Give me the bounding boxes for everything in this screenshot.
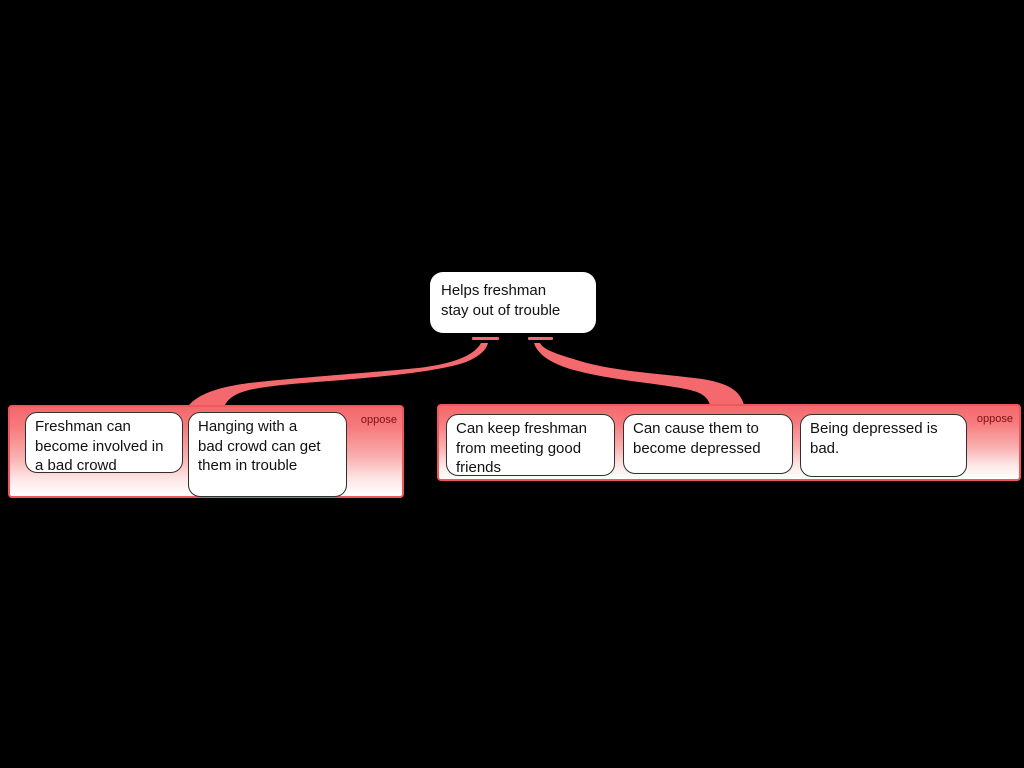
reason-node-keep-from-good-friends[interactable]: Can keep freshman from meeting good frie… — [446, 414, 615, 476]
reason-node-depressed-is-bad[interactable]: Being depressed is bad. — [800, 414, 967, 477]
reason-node-trouble-from-crowd[interactable]: Hanging with a bad crowd can get them in… — [188, 412, 347, 497]
oppose-relation-label-left: oppose — [360, 414, 397, 426]
connector-left-oppose — [189, 343, 488, 405]
claim-node-root[interactable]: Helps freshman stay out of trouble — [430, 272, 596, 333]
oppose-tick-right-icon — [528, 337, 553, 340]
oppose-tick-left-icon — [472, 337, 499, 340]
oppose-group-left: oppose Freshman can become involved in a… — [8, 405, 404, 498]
oppose-group-right: oppose Can keep freshman from meeting go… — [437, 404, 1021, 481]
connector-right-oppose — [534, 343, 744, 405]
reason-node-bad-crowd[interactable]: Freshman can become involved in a bad cr… — [25, 412, 183, 474]
oppose-relation-label-right: oppose — [976, 413, 1013, 425]
reason-node-become-depressed[interactable]: Can cause them to become depressed — [623, 414, 793, 474]
